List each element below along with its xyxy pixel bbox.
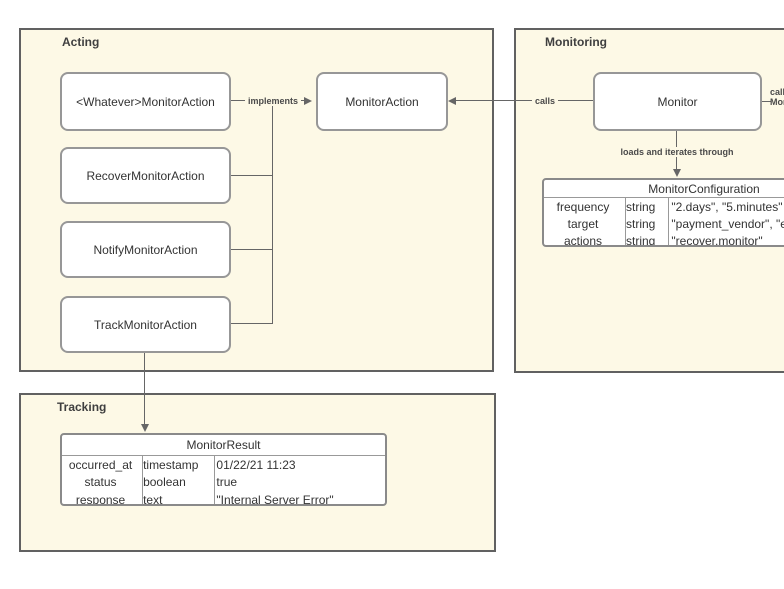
field-type: string xyxy=(626,199,656,214)
monitoring-container-title: Monitoring xyxy=(545,35,607,49)
monitor-configuration-table-title: MonitorConfiguration xyxy=(544,180,784,198)
box-recover-monitor-action-label: RecoverMonitorAction xyxy=(86,168,205,183)
field-value: "payment_vendor", "exp xyxy=(671,216,784,231)
field-name: occurred_at xyxy=(68,457,133,472)
table-row: occurred_at timestamp 01/22/21 11:23 xyxy=(62,456,385,474)
field-value: "Internal Server Error" xyxy=(216,492,334,506)
box-track-monitor-action-label: TrackMonitorAction xyxy=(94,317,197,332)
box-recover-monitor-action: RecoverMonitorAction xyxy=(60,147,231,204)
implements-arrowhead-icon xyxy=(304,97,312,105)
implements-edge-label: implements xyxy=(244,96,302,106)
notify-edge-line xyxy=(231,249,273,250)
clipped-right-edge-line xyxy=(762,101,771,102)
field-name: response xyxy=(75,492,126,506)
monitor-configuration-column-divider xyxy=(668,198,669,245)
clipped-right-edge-label-line1: calls xyxy=(770,87,784,97)
monitor-configuration-table: MonitorConfiguration frequency string "2… xyxy=(542,178,784,247)
box-monitor-action: MonitorAction xyxy=(316,72,448,131)
tracking-container-title: Tracking xyxy=(57,400,107,414)
field-type: text xyxy=(143,492,163,506)
field-name: target xyxy=(567,216,599,231)
box-notify-monitor-action: NotifyMonitorAction xyxy=(60,221,231,278)
field-type: boolean xyxy=(143,475,186,490)
box-track-monitor-action: TrackMonitorAction xyxy=(60,296,231,353)
recover-edge-line xyxy=(231,175,273,176)
field-value: true xyxy=(216,475,238,490)
field-type: string xyxy=(626,234,656,247)
track-to-result-arrowhead-icon xyxy=(141,424,149,432)
loads-edge-label: loads and iterates through xyxy=(617,147,737,157)
box-monitor: Monitor xyxy=(593,72,762,131)
monitor-result-table-title: MonitorResult xyxy=(62,435,385,456)
table-row: status boolean true xyxy=(62,474,385,492)
box-whatever-monitor-action: <Whatever>MonitorAction xyxy=(60,72,231,131)
table-row: response text "Internal Server Error" xyxy=(62,491,385,506)
calls-edge-label: calls xyxy=(531,96,559,106)
monitor-result-table: MonitorResult occurred_at timestamp 01/2… xyxy=(60,433,387,506)
field-name: frequency xyxy=(556,199,610,214)
acting-container-title: Acting xyxy=(62,35,100,49)
box-whatever-monitor-action-label: <Whatever>MonitorAction xyxy=(76,94,215,109)
field-name: actions xyxy=(563,234,603,247)
field-value: 01/22/21 11:23 xyxy=(216,457,296,472)
clipped-right-edge-label: calls Mon xyxy=(770,87,784,107)
implements-trunk-line xyxy=(272,100,273,324)
table-row: frequency string "2.days", "5.minutes" xyxy=(544,198,784,215)
track-to-result-edge-line xyxy=(144,353,145,425)
box-monitor-action-label: MonitorAction xyxy=(345,94,419,109)
monitor-result-column-divider xyxy=(142,456,143,504)
box-monitor-label: Monitor xyxy=(657,94,698,109)
track-edge-line xyxy=(231,323,273,324)
clipped-right-edge-label-line2: Mon xyxy=(770,97,784,107)
monitor-configuration-column-divider xyxy=(625,198,626,245)
calls-edge-line xyxy=(455,100,593,101)
field-value: "2.days", "5.minutes" xyxy=(671,199,783,214)
field-value: "recover,monitor" xyxy=(671,234,763,247)
field-type: timestamp xyxy=(143,457,199,472)
table-row: actions string "recover,monitor" xyxy=(544,233,784,247)
table-row: target string "payment_vendor", "exp xyxy=(544,215,784,232)
box-notify-monitor-action-label: NotifyMonitorAction xyxy=(93,242,198,257)
calls-arrowhead-icon xyxy=(448,97,456,105)
monitor-result-column-divider xyxy=(214,456,215,504)
field-type: string xyxy=(626,216,656,231)
field-name: status xyxy=(84,475,117,490)
loads-arrowhead-icon xyxy=(673,169,681,177)
